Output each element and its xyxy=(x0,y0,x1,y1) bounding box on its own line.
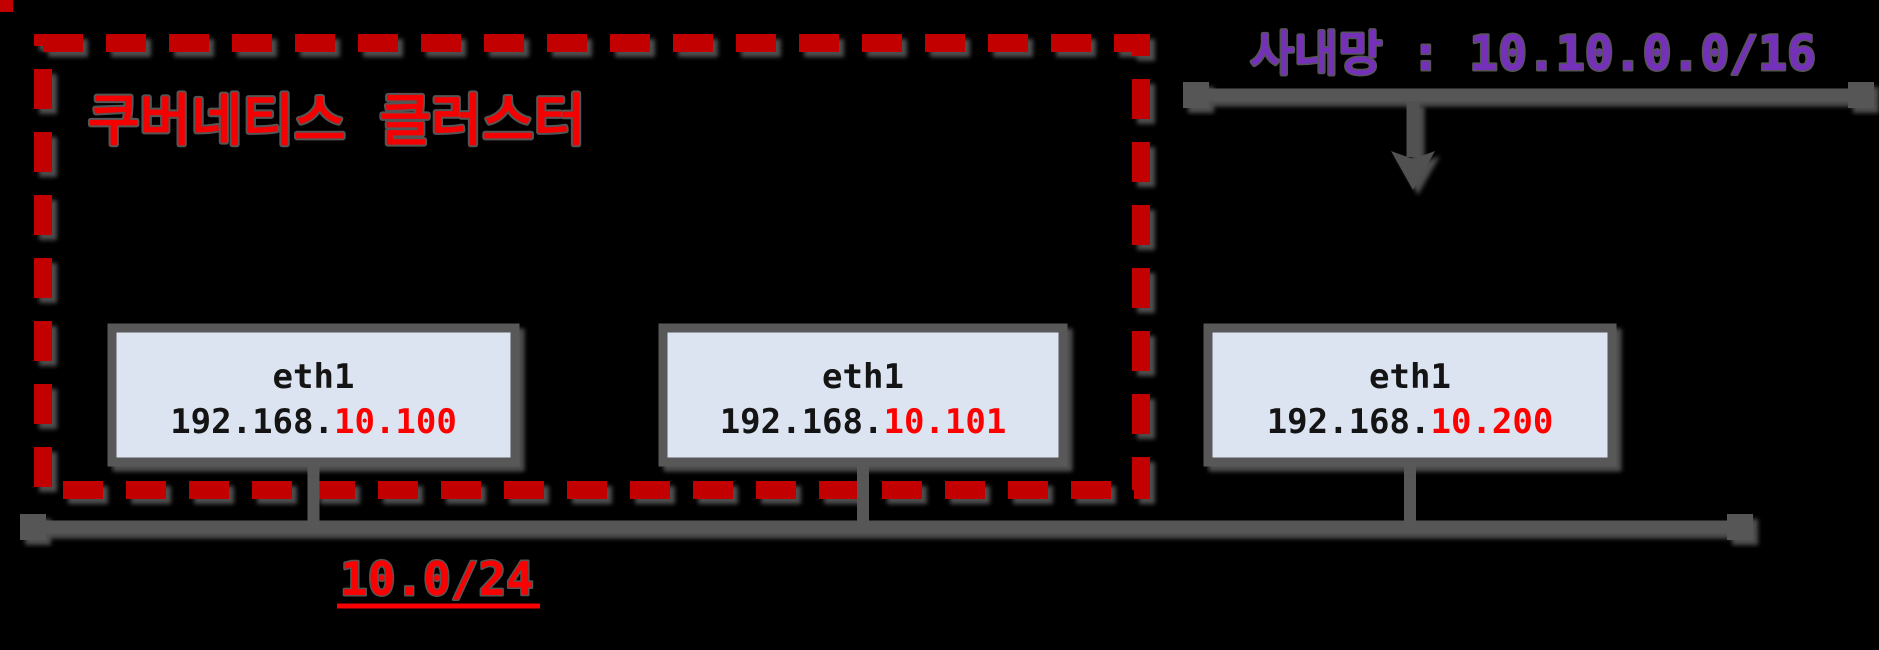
node-box-3: eth1 192.168.10.200 xyxy=(1203,323,1617,467)
node-box-2: eth1 192.168.10.101 xyxy=(658,323,1068,467)
node-ip-highlight: 10.101 xyxy=(883,402,1006,442)
node-bus-endcap-left xyxy=(20,514,46,540)
intranet-bus-endcap-right xyxy=(1848,82,1874,108)
intranet-bus xyxy=(1183,82,1874,108)
node-ip-prefix: 192.168. xyxy=(1267,402,1431,442)
node-ip-label: 192.168.10.200 xyxy=(1267,402,1554,442)
node-interface-label: eth1 xyxy=(822,357,904,397)
intranet-downlink xyxy=(1391,101,1435,190)
cluster-title: 쿠버네티스 클러스터 xyxy=(88,89,585,154)
node-box xyxy=(107,323,520,467)
arrow-down-icon xyxy=(1391,151,1435,190)
node-interface-label: eth1 xyxy=(273,357,355,397)
intranet-bus-endcap-left xyxy=(1183,82,1209,108)
node-ip-highlight: 10.100 xyxy=(334,402,457,442)
node-box-1: eth1 192.168.10.100 xyxy=(107,323,520,467)
node-ip-label: 192.168.10.101 xyxy=(720,402,1007,442)
intranet-label: 사내망 : 10.10.0.0/16 xyxy=(1250,26,1816,82)
corner-dash-artifact xyxy=(0,0,13,12)
node-interface-label: eth1 xyxy=(1369,357,1451,397)
node-box xyxy=(658,323,1068,467)
node-ip-highlight: 10.200 xyxy=(1430,402,1553,442)
node-ip-label: 192.168.10.100 xyxy=(170,402,457,442)
subnet-label: 10.0/24 xyxy=(340,552,534,606)
kubernetes-cluster-border xyxy=(34,34,1150,499)
node-bus-endcap-right xyxy=(1727,514,1753,540)
node-box xyxy=(1203,323,1617,467)
node-ip-prefix: 192.168. xyxy=(170,402,334,442)
node-ip-prefix: 192.168. xyxy=(720,402,884,442)
